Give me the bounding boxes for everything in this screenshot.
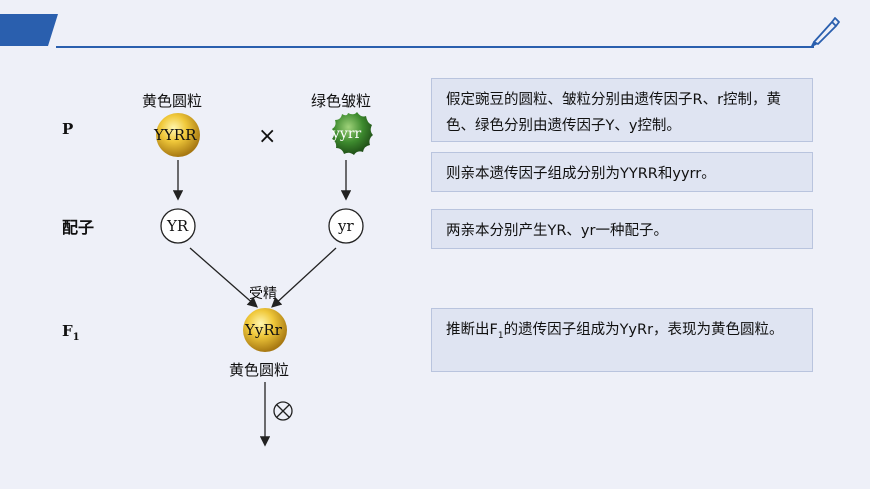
gamete-yr-dominant-circle (160, 208, 196, 244)
row-label-p: P (62, 120, 74, 138)
right-parent-phenotype: 绿色皱粒 (311, 92, 372, 110)
left-parent-phenotype: 黄色圆粒 (142, 92, 203, 110)
right-parent-genotype: yyrr (332, 126, 362, 142)
gamete-left-label: YR (167, 217, 189, 235)
info-text-gametes: 两亲本分别产生YR、yr一种配子。 (446, 223, 668, 239)
selfing-icon (273, 401, 293, 421)
gamete-right-label: yr (338, 217, 354, 235)
arrow-gamete-right (271, 247, 337, 308)
diagram-graphics (156, 112, 373, 447)
row-label-gametes: 配子 (62, 218, 95, 237)
header-rule (56, 46, 814, 48)
pen-icon (811, 17, 840, 47)
info-box-f1: 推断出F1的遗传因子组成为YyRr，表现为黄色圆粒。 (431, 308, 813, 372)
info-text-assumption: 假定豌豆的圆粒、皱粒分别由遗传因子R、r控制，黄色、绿色分别由遗传因子Y、y控制… (446, 92, 782, 134)
info-text-parent-genotypes: 则亲本遗传因子组成分别为YYRR和yyrr。 (446, 166, 716, 182)
info-text-f1-sub: 1 (497, 330, 504, 341)
info-text-f1-prefix: 推断出F (446, 322, 498, 338)
fertilization-label: 受精 (249, 286, 277, 302)
cross-icon: × (258, 124, 277, 149)
f1-phenotype: 黄色圆粒 (229, 361, 290, 379)
f1-yellow-round-pea (243, 308, 287, 352)
cross-diagram: 黄色圆粒 绿色皱粒 P YYRR × yyrr 配子 YR yr 受精 F1 Y… (0, 0, 430, 489)
info-text-f1-suffix: 的遗传因子组成为YyRr，表现为黄色圆粒。 (503, 322, 784, 338)
gamete-yr-recessive-circle (328, 208, 364, 244)
yellow-round-pea (156, 113, 200, 157)
green-wrinkled-pea (332, 112, 373, 155)
row-label-f1: F1 (62, 322, 80, 343)
left-parent-genotype: YYRR (154, 126, 197, 144)
header-accent-bar (0, 14, 58, 46)
info-box-gametes: 两亲本分别产生YR、yr一种配子。 (431, 209, 813, 249)
info-box-assumption: 假定豌豆的圆粒、皱粒分别由遗传因子R、r控制，黄色、绿色分别由遗传因子Y、y控制… (431, 78, 813, 142)
f1-genotype: YyRr (245, 321, 282, 339)
row-label-f1-sub: 1 (72, 332, 80, 343)
info-box-parent-genotypes: 则亲本遗传因子组成分别为YYRR和yyrr。 (431, 152, 813, 192)
arrow-gamete-left (189, 247, 258, 308)
row-label-f1-main: F (62, 322, 73, 340)
